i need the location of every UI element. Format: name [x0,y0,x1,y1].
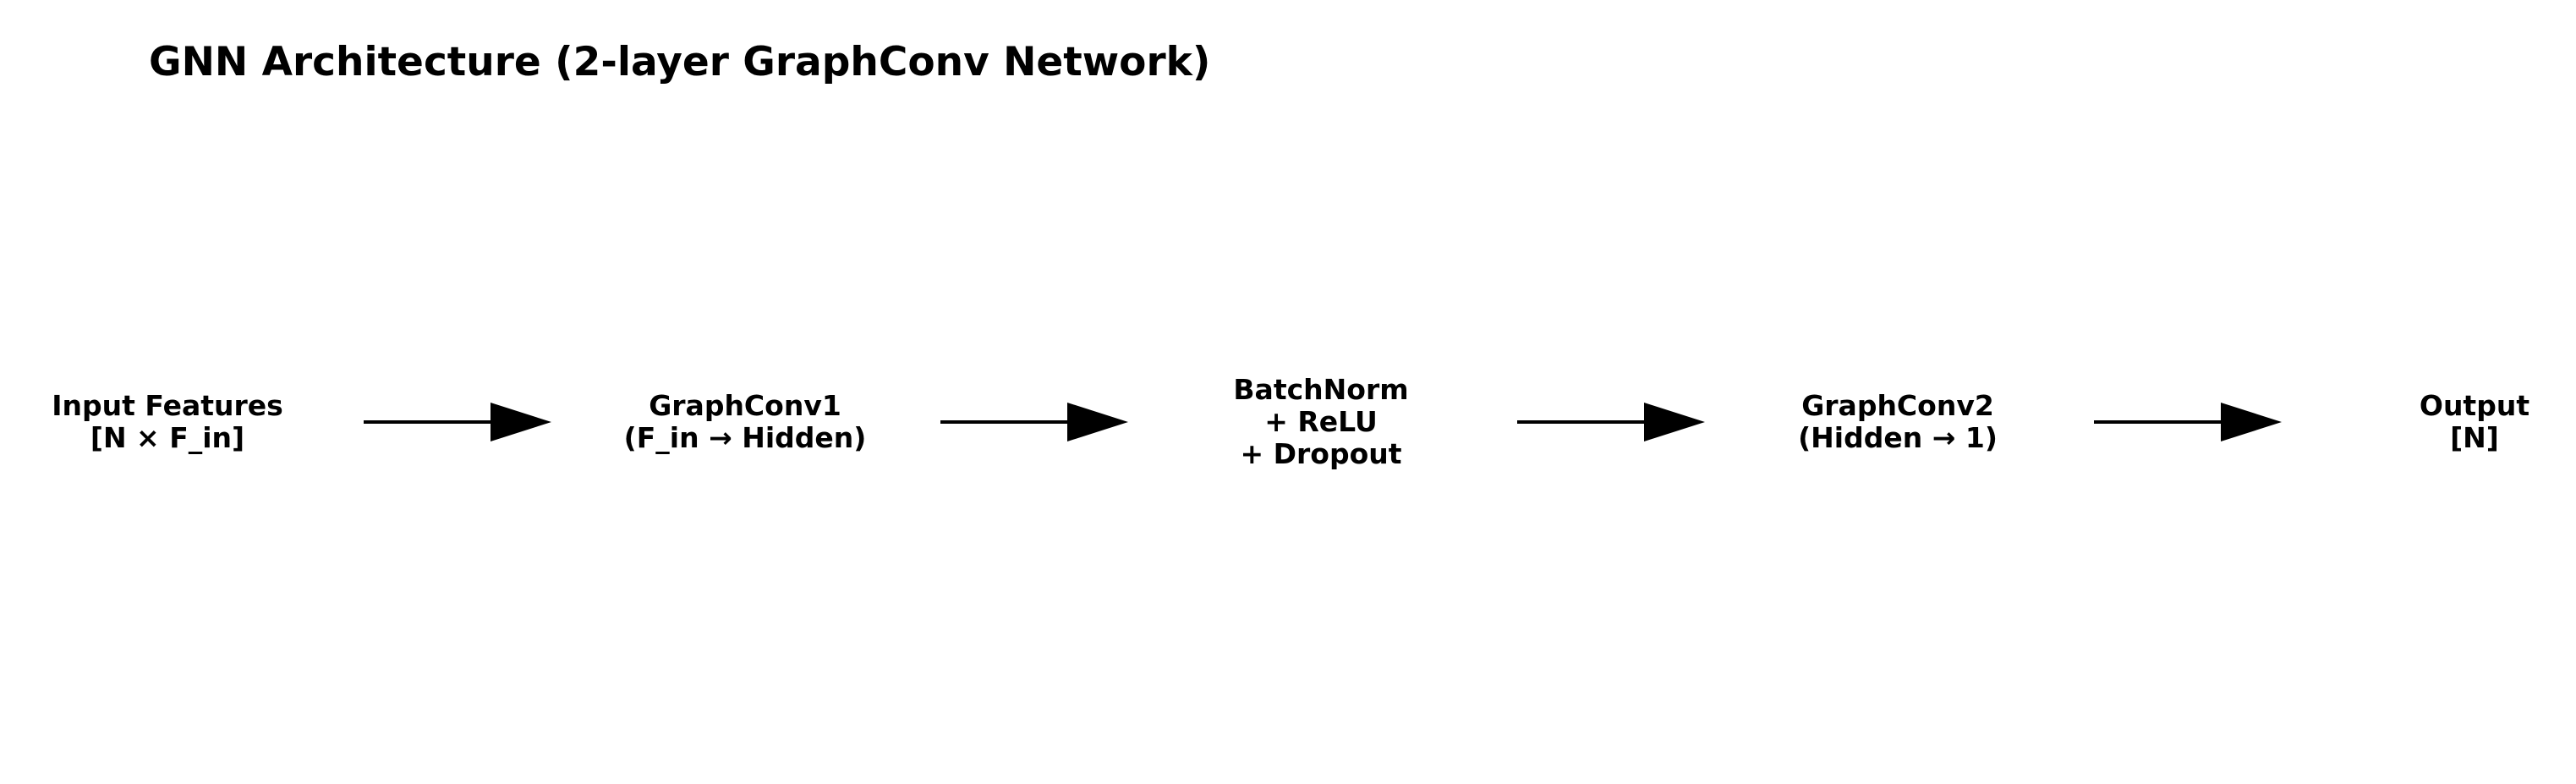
arrow-input-to-graphconv1 [364,403,551,441]
node-input-features-line-2: [N × F_in] [90,421,245,454]
node-output: Output [N] [2420,390,2529,454]
arrow-head [2221,403,2282,441]
arrow-head [1644,403,1705,441]
arrow-batchnorm-to-graphconv2 [1517,403,1705,441]
node-output-line-2: [N] [2450,421,2499,454]
node-graphconv1: GraphConv1 (F_in → Hidden) [624,390,867,454]
node-batchnorm-line-3: + Dropout [1240,437,1402,470]
node-batchnorm-line-1: BatchNorm [1233,373,1409,406]
node-graphconv1-line-1: GraphConv1 [649,389,841,422]
node-graphconv2: GraphConv2 (Hidden → 1) [1798,390,1998,454]
arrow-graphconv2-to-output [2094,403,2282,441]
arrow-head [1067,403,1128,441]
node-batchnorm-line-2: + ReLU [1264,405,1378,438]
node-graphconv1-line-2: (F_in → Hidden) [623,421,867,454]
node-output-line-1: Output [2419,389,2530,422]
node-input-features: Input Features [N × F_in] [52,390,283,454]
node-input-features-line-1: Input Features [52,389,283,422]
diagram-title: GNN Architecture (2-layer GraphConv Netw… [149,39,1211,85]
node-batchnorm: BatchNorm + ReLU + Dropout [1233,374,1408,470]
node-graphconv2-line-2: (Hidden → 1) [1798,421,1998,454]
arrow-graphconv1-to-batchnorm [940,403,1128,441]
node-graphconv2-line-1: GraphConv2 [1801,389,1994,422]
arrow-head [491,403,551,441]
